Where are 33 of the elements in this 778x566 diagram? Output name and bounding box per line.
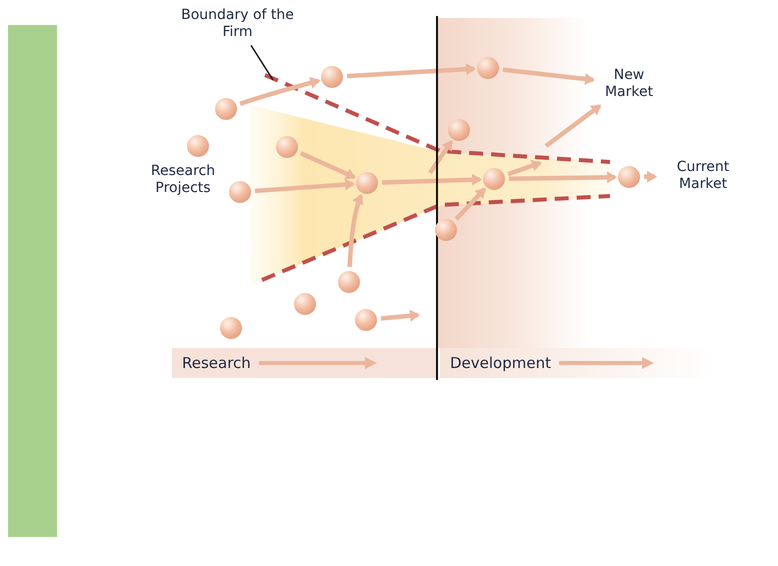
leader-line: [250, 44, 274, 80]
arrow: [300, 151, 356, 180]
side-bar: [8, 25, 57, 537]
node-label: Current Market: [658, 156, 748, 196]
arrow: [254, 178, 356, 194]
project-sphere: [448, 119, 470, 141]
project-sphere: [477, 57, 499, 79]
phase-label: Research: [182, 354, 251, 372]
node-label: New Market: [596, 64, 662, 104]
arrow: [239, 76, 320, 106]
arrow: [382, 174, 482, 186]
project-sphere: [435, 219, 457, 241]
project-sphere: [618, 166, 640, 188]
text-label: Research Projects: [150, 163, 216, 197]
arrow: [346, 63, 476, 78]
node-label: Boundary of the Firm: [170, 6, 305, 42]
project-sphere: [220, 317, 242, 339]
project-sphere: [215, 98, 237, 120]
arrow: [380, 310, 420, 322]
project-sphere: [321, 66, 343, 88]
project-sphere: [187, 135, 209, 157]
arrow: [428, 140, 454, 174]
arrow: [454, 188, 486, 221]
arrow: [544, 104, 602, 148]
project-sphere: [229, 181, 251, 203]
arrow: [502, 67, 595, 85]
arrow: [644, 170, 657, 183]
arrow: [508, 171, 617, 184]
project-sphere: [294, 293, 316, 315]
phase-label: Development: [450, 354, 551, 372]
project-sphere: [338, 271, 360, 293]
project-sphere: [355, 309, 377, 331]
arrow: [507, 160, 542, 176]
